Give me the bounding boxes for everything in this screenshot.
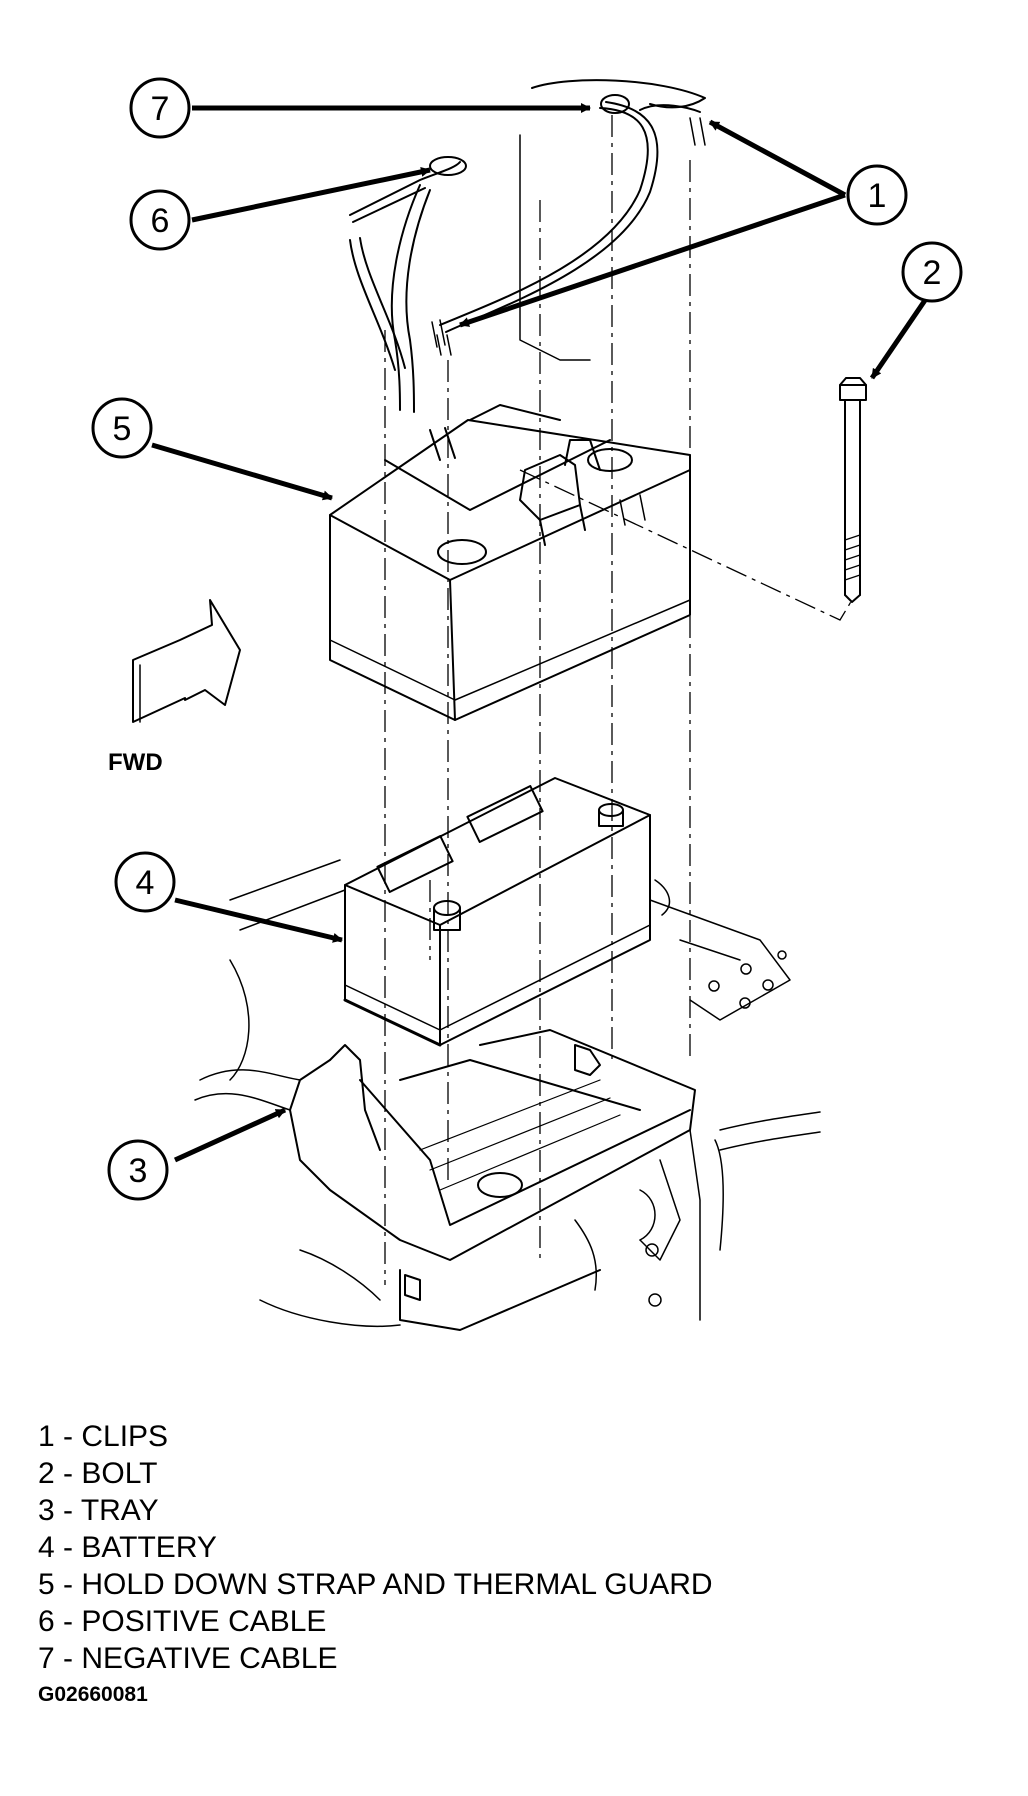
legend-separator: - xyxy=(54,1531,82,1564)
fwd-arrow-drawing xyxy=(132,599,241,723)
legend-item: 7 - NEGATIVE CABLE xyxy=(38,1640,713,1677)
callout-circles xyxy=(91,77,963,1201)
legend-text: BATTERY xyxy=(81,1531,217,1564)
battery-drawing xyxy=(343,777,651,1047)
callout-number-3: 3 xyxy=(129,1152,148,1190)
callout-leaders xyxy=(151,103,935,1163)
callout-number-2: 2 xyxy=(923,254,942,292)
negative-cable-drawing xyxy=(439,79,706,333)
legend-text: NEGATIVE CABLE xyxy=(81,1642,338,1675)
legend: 1 - CLIPS 2 - BOLT 3 - TRAY 4 - BATTERY … xyxy=(38,1418,713,1677)
legend-item: 3 - TRAY xyxy=(38,1492,713,1529)
legend-separator: - xyxy=(54,1605,82,1638)
legend-number: 5 xyxy=(38,1568,55,1601)
leader-3 xyxy=(173,1107,287,1163)
leader-1b xyxy=(459,192,846,328)
legend-text: HOLD DOWN STRAP AND THERMAL GUARD xyxy=(81,1568,713,1601)
legend-separator: - xyxy=(54,1420,82,1453)
callout-number-1: 1 xyxy=(868,177,887,215)
callout-circle-6 xyxy=(129,189,191,251)
leader-4 xyxy=(174,897,343,943)
legend-text: TRAY xyxy=(80,1494,159,1527)
legend-separator: - xyxy=(54,1457,82,1490)
legend-number: 4 xyxy=(38,1531,55,1564)
positive-cable-drawing xyxy=(349,156,467,413)
legend-number: 6 xyxy=(38,1605,55,1638)
legend-text: POSITIVE CABLE xyxy=(81,1605,327,1638)
callout-circle-1 xyxy=(846,164,908,226)
fwd-label: FWD xyxy=(108,749,163,776)
leader-2 xyxy=(869,288,935,380)
legend-item: 5 - HOLD DOWN STRAP AND THERMAL GUARD xyxy=(38,1566,713,1603)
legend-separator: - xyxy=(54,1568,82,1601)
callout-number-6: 6 xyxy=(151,202,170,240)
legend-item: 1 - CLIPS xyxy=(38,1418,713,1455)
callout-number-4: 4 xyxy=(136,864,155,902)
exploded-view-diagram: 1 2 3 4 5 6 7 FWD xyxy=(91,77,963,1331)
figure-id: G02660081 xyxy=(38,1683,148,1706)
vehicle-body-panels xyxy=(194,859,821,1328)
callout-circle-7 xyxy=(129,77,191,139)
legend-item: 4 - BATTERY xyxy=(38,1529,713,1566)
bolt-drawing xyxy=(839,377,867,603)
callout-circle-4 xyxy=(114,851,176,913)
background-panel xyxy=(519,134,591,361)
legend-number: 7 xyxy=(38,1642,55,1675)
leader-1a xyxy=(708,119,847,198)
legend-separator: - xyxy=(54,1494,81,1527)
legend-number: 1 xyxy=(38,1420,55,1453)
leader-6 xyxy=(191,166,431,223)
callout-number-5: 5 xyxy=(113,410,132,448)
callout-circle-5 xyxy=(91,397,153,459)
legend-number: 3 xyxy=(38,1494,55,1527)
legend-item: 2 - BOLT xyxy=(38,1455,713,1492)
legend-separator: - xyxy=(54,1642,82,1675)
thermal-guard-drawing xyxy=(329,404,691,721)
legend-item: 6 - POSITIVE CABLE xyxy=(38,1603,713,1640)
legend-text: CLIPS xyxy=(81,1420,169,1453)
tray-drawing xyxy=(289,1029,696,1331)
legend-number: 2 xyxy=(38,1457,55,1490)
callout-number-7: 7 xyxy=(151,90,170,128)
clip-markers xyxy=(436,117,706,356)
legend-text: BOLT xyxy=(81,1457,158,1490)
callout-circle-3 xyxy=(107,1139,169,1201)
leader-5 xyxy=(151,442,333,501)
callout-circle-2 xyxy=(901,241,963,303)
